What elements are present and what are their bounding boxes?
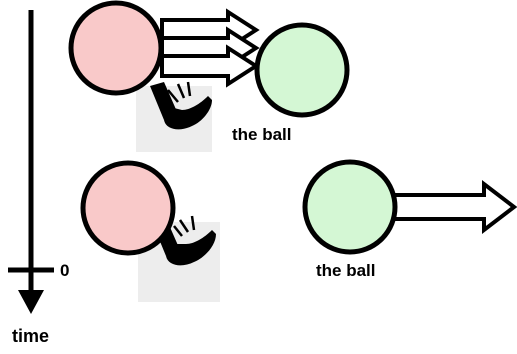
kicker-circle-bottom — [80, 160, 176, 256]
scene-after-kick: the ball — [80, 159, 517, 302]
time-zero-label: 0 — [60, 261, 69, 280]
foot-icon — [150, 81, 212, 130]
velocity-arrow — [392, 179, 517, 235]
force-arrow-bottom — [160, 44, 260, 88]
time-axis-label: time — [12, 326, 49, 346]
time-axis: 0 time — [8, 10, 69, 346]
time-axis-arrowhead — [18, 290, 44, 314]
ball-label-top: the ball — [232, 125, 292, 144]
ball-circle-top — [254, 22, 350, 118]
ball-label-bottom: the ball — [316, 261, 376, 280]
scene-kick-moment: the ball — [68, 0, 350, 152]
kicker-circle — [68, 0, 164, 96]
force-arrows — [160, 8, 260, 88]
ball-circle-bottom — [302, 159, 398, 255]
